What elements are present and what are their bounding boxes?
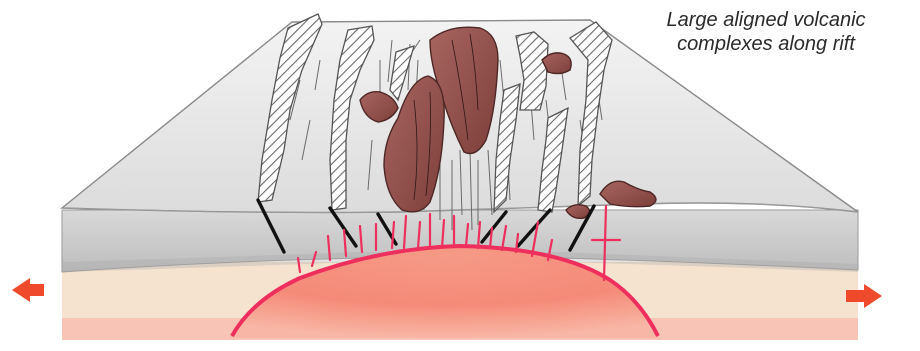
arrow-left-icon: [12, 278, 44, 302]
annotation-label: Large aligned volcanic complexes along r…: [626, 8, 906, 56]
annotation-line-1: Large aligned volcanic: [626, 8, 906, 32]
annotation-line-2: complexes along rift: [626, 32, 906, 56]
